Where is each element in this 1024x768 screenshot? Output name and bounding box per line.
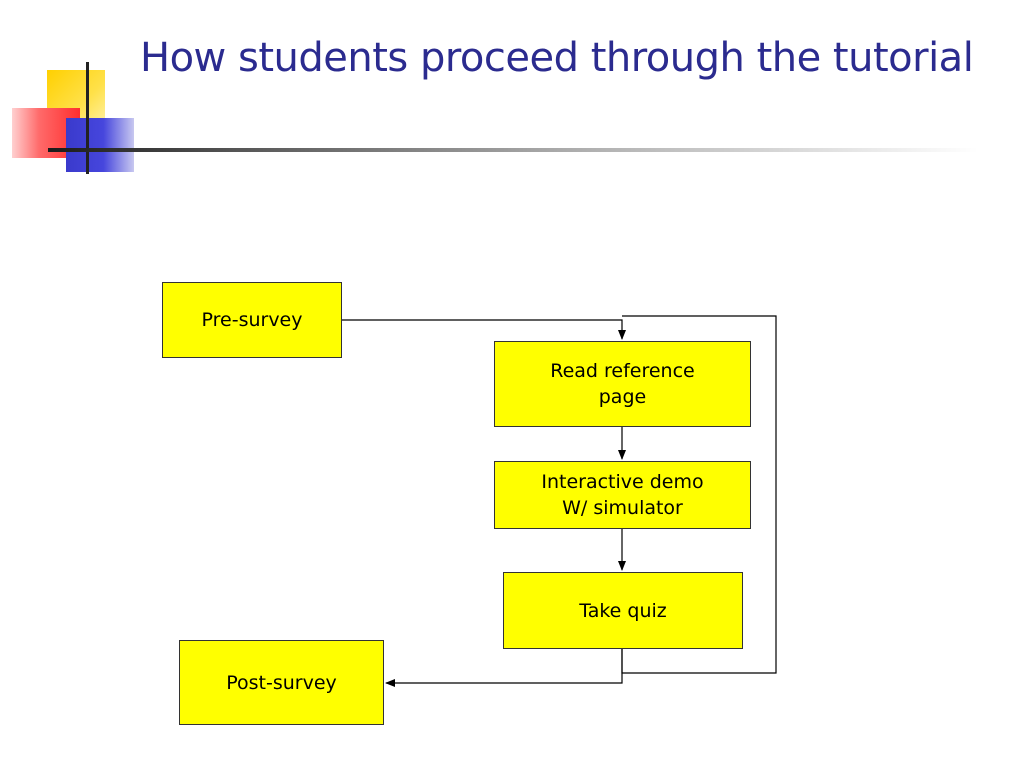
node-take-quiz: Take quiz [503,572,743,649]
node-post-survey: Post-survey [179,640,384,725]
edge-take-quiz-to-post-survey [385,648,623,687]
decorative-blue-square [66,118,134,172]
node-read-reference-page: Read reference page [494,341,751,427]
title-underline [48,148,978,152]
node-interactive-demo: Interactive demo W/ simulator [494,461,751,529]
decorative-vertical-line [86,62,89,174]
slide-title: How students proceed through the tutoria… [140,35,974,81]
node-pre-survey: Pre-survey [162,282,342,358]
edge-pre-survey-to-read-reference [341,319,626,340]
